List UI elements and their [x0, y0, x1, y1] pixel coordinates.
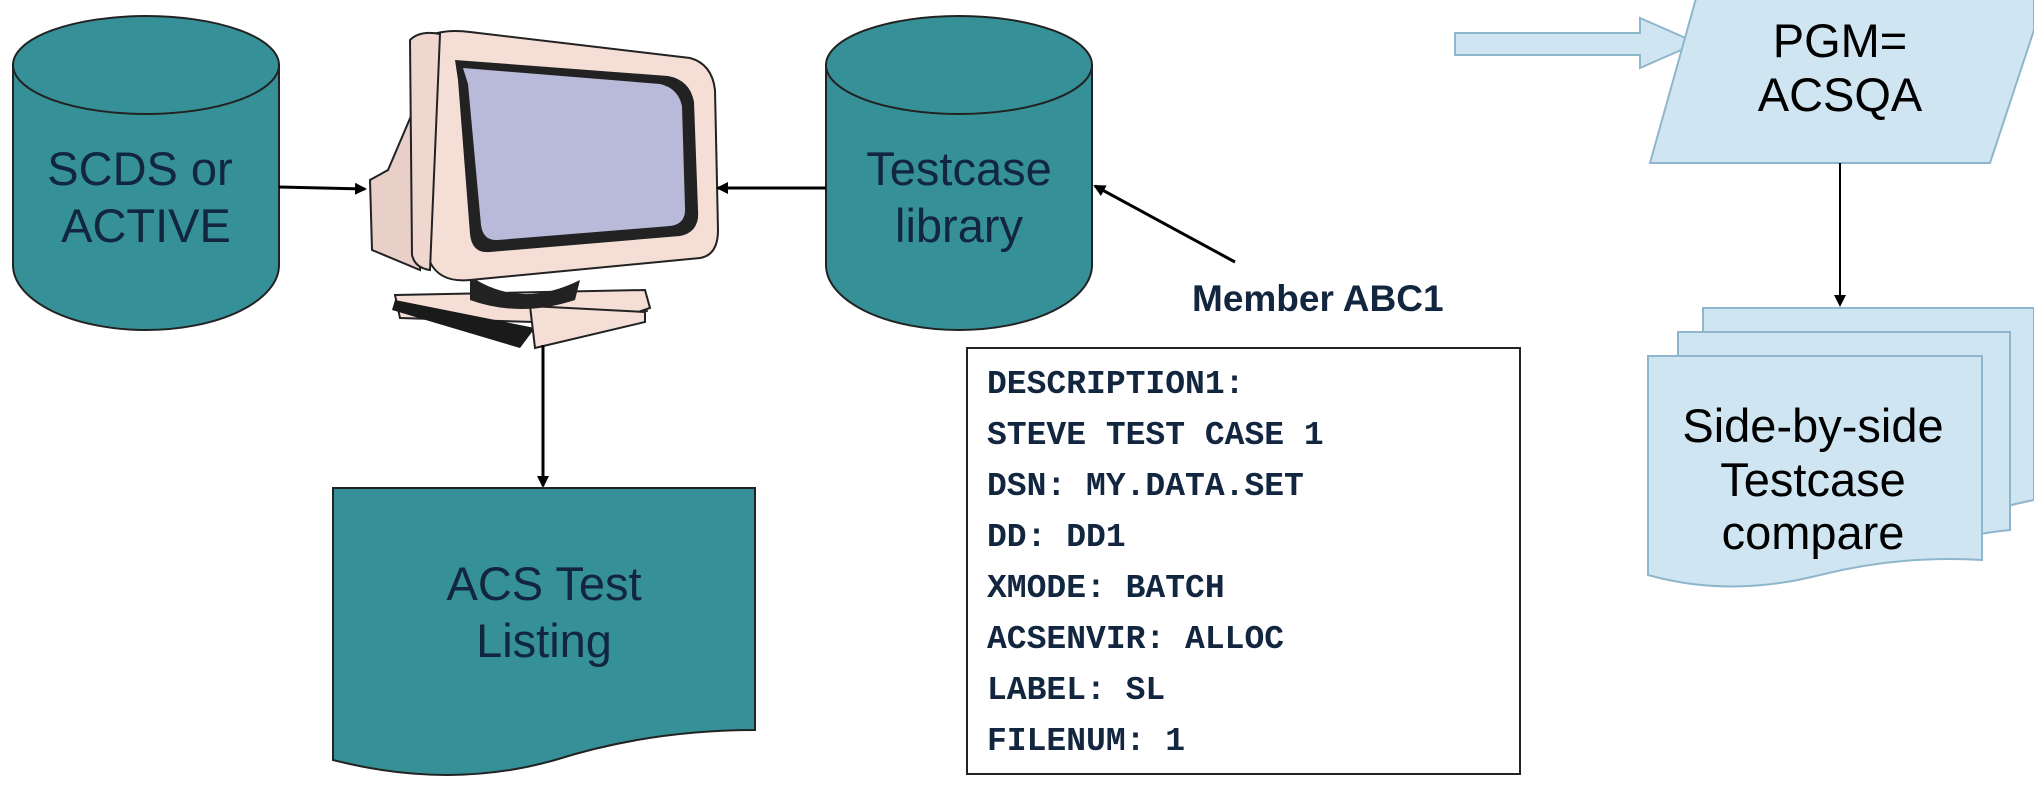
compare-label-1: Side-by-side	[1682, 399, 1943, 452]
scds-label-2: ACTIVE	[61, 199, 231, 252]
scds-label-1: SCDS or	[47, 142, 232, 195]
compare-label-2: Testcase	[1720, 453, 1905, 506]
arrow-member-to-library	[1093, 184, 1236, 264]
monitor-icon	[368, 30, 720, 350]
testcase-library-label-2: library	[895, 199, 1023, 252]
member-line-xmode: XMODE: BATCH	[987, 570, 1225, 607]
member-line-acsenvir: ACSENVIR: ALLOC	[987, 621, 1285, 658]
member-line-filenum: FILENUM: 1	[987, 723, 1186, 760]
scds-cylinder: SCDS or ACTIVE	[12, 15, 280, 331]
testcase-library-label-1: Testcase	[866, 142, 1051, 195]
compare-multidocument: Side-by-side Testcase compare	[1647, 307, 2034, 588]
member-line-test-case: STEVE TEST CASE 1	[987, 417, 1324, 454]
pgm-acsqa-parallelogram: PGM= ACSQA	[1648, 0, 2034, 164]
member-line-dsn: DSN: MY.DATA.SET	[987, 468, 1304, 505]
member-line-label: LABEL: SL	[987, 672, 1166, 709]
testcase-library-cylinder: Testcase library	[825, 15, 1093, 331]
block-arrow-into-pgm	[1454, 16, 1700, 70]
member-label: Member ABC1	[1192, 278, 1444, 319]
arrow-scds-to-monitor	[278, 182, 367, 195]
acs-test-listing-document: ACS Test Listing	[332, 487, 756, 776]
member-line-description: DESCRIPTION1:	[987, 366, 1245, 403]
pgm-label-2: ACSQA	[1758, 68, 1923, 121]
compare-label-3: compare	[1722, 506, 1905, 559]
member-abc1-content-box: DESCRIPTION1: STEVE TEST CASE 1 DSN: MY.…	[966, 347, 1521, 775]
acs-listing-label-1: ACS Test	[446, 557, 641, 610]
acs-listing-label-2: Listing	[476, 614, 612, 667]
member-line-dd: DD: DD1	[987, 519, 1126, 556]
pgm-label-1: PGM=	[1773, 14, 1908, 67]
